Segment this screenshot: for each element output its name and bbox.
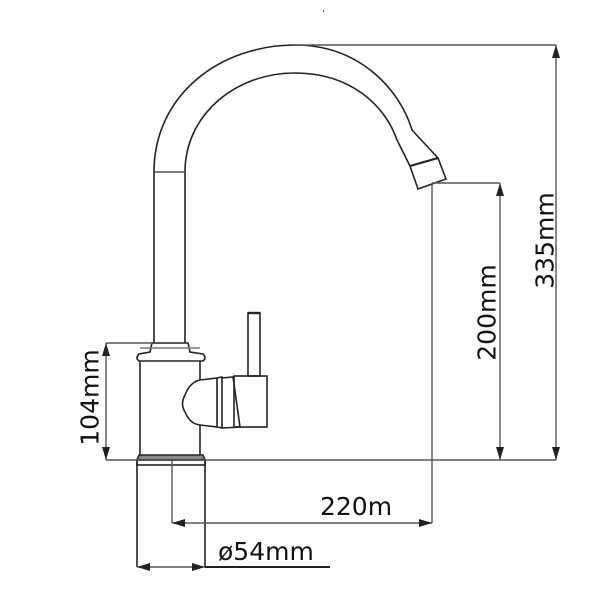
- stray-dot: [323, 10, 324, 12]
- label-body-height: 104mm: [75, 349, 105, 446]
- label-spout-reach: 220m: [320, 492, 393, 521]
- label-base-diameter: ø54mm: [218, 537, 314, 566]
- label-spout-height: 200mm: [472, 264, 502, 361]
- top-collar: [136, 342, 206, 362]
- spout-inner-arc: [184, 72, 411, 173]
- lever: [247, 312, 261, 377]
- spout-tip: [408, 157, 448, 191]
- spout-outer-arc: [153, 44, 439, 173]
- valve-connector: [181, 379, 201, 426]
- label-total-height: 335mm: [530, 192, 560, 289]
